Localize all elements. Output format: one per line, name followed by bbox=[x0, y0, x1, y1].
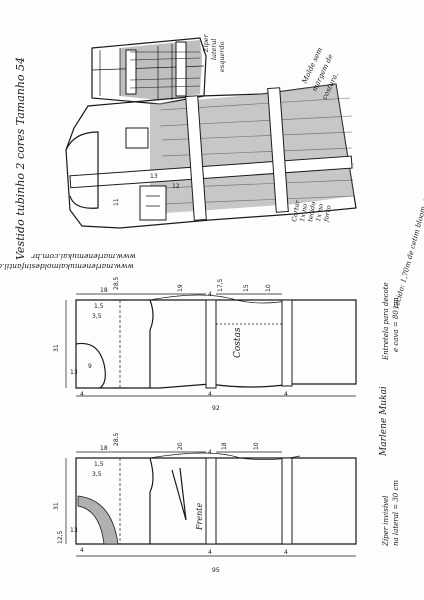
front-pattern: Frente bbox=[75, 452, 357, 545]
dress-illustration: 11 13 12 bbox=[65, 37, 357, 229]
svg-text:10: 10 bbox=[253, 442, 260, 450]
svg-text:4: 4 bbox=[284, 391, 288, 398]
svg-text:92: 92 bbox=[212, 405, 220, 412]
svg-text:31: 31 bbox=[53, 502, 60, 510]
svg-text:10: 10 bbox=[265, 284, 272, 292]
svg-text:1x no: 1x no bbox=[298, 203, 309, 222]
svg-text:1,5: 1,5 bbox=[94, 461, 104, 468]
fabric-note: Tecido: 1,70m de cetim bloom, crepe panc… bbox=[392, 0, 424, 311]
front-dimensions: 18 28,5 20 18 10 31 13 12,5 4 3,5 1,5 95… bbox=[53, 432, 356, 574]
svg-text:1,5: 1,5 bbox=[94, 303, 104, 310]
svg-text:lateral: lateral bbox=[210, 39, 218, 60]
svg-text:15: 15 bbox=[243, 284, 250, 292]
illus-dim-1: 11 bbox=[113, 198, 120, 206]
svg-text:3,5: 3,5 bbox=[92, 313, 102, 320]
svg-text:18: 18 bbox=[221, 442, 228, 450]
svg-text:31: 31 bbox=[53, 344, 60, 352]
svg-text:Cortar: Cortar bbox=[290, 199, 302, 223]
svg-text:4: 4 bbox=[208, 449, 212, 456]
svg-text:tecido: tecido bbox=[306, 201, 317, 222]
svg-text:4: 4 bbox=[208, 549, 212, 556]
facing-note-line1: Entretela para decote bbox=[382, 282, 390, 361]
svg-text:95: 95 bbox=[212, 567, 220, 574]
illus-dim-2: 13 bbox=[150, 173, 158, 180]
cutting-note: Cortar 1x no tecido 1x no forro bbox=[290, 199, 333, 224]
svg-text:13: 13 bbox=[70, 527, 78, 534]
svg-text:18: 18 bbox=[100, 445, 108, 452]
back-label: Costas bbox=[233, 327, 243, 358]
svg-text:20: 20 bbox=[177, 442, 184, 450]
svg-text:19: 19 bbox=[177, 284, 184, 292]
svg-text:4: 4 bbox=[80, 547, 84, 554]
back-pattern: Costas bbox=[75, 294, 357, 389]
svg-text:Zíper: Zíper bbox=[202, 33, 210, 53]
svg-text:4: 4 bbox=[208, 291, 212, 298]
illus-dim-3: 12 bbox=[172, 183, 180, 190]
svg-text:17,5: 17,5 bbox=[217, 278, 224, 292]
svg-text:forro: forro bbox=[322, 205, 333, 224]
pattern-title: Vestido tubinho 2 cores Tamanho 54 bbox=[14, 57, 27, 260]
zipper-note-line2: na lateral = 30 cm bbox=[392, 480, 400, 546]
svg-text:13: 13 bbox=[70, 369, 78, 376]
website-2: www.marlenemukaimoldesinfantil.com.br bbox=[0, 262, 134, 271]
svg-text:18: 18 bbox=[100, 287, 108, 294]
back-dimensions: 18 28,5 19 17,5 15 10 31 13 9 4 3,5 1,5 … bbox=[53, 276, 356, 412]
facing-note-line2: e cava = 80 cm bbox=[392, 297, 400, 352]
svg-text:12,5: 12,5 bbox=[57, 530, 64, 544]
dress-back-view bbox=[91, 37, 207, 105]
svg-text:esquerdo: esquerdo bbox=[218, 41, 226, 72]
svg-text:1x no: 1x no bbox=[314, 203, 325, 222]
svg-text:4: 4 bbox=[80, 391, 84, 398]
svg-text:3,5: 3,5 bbox=[92, 471, 102, 478]
svg-text:4: 4 bbox=[284, 549, 288, 556]
svg-text:28,5: 28,5 bbox=[113, 432, 120, 446]
svg-text:28,5: 28,5 bbox=[113, 276, 120, 290]
dress-front-view bbox=[65, 83, 357, 229]
svg-text:9: 9 bbox=[88, 363, 92, 370]
zipper-left-note: Zíper lateral esquerdo bbox=[202, 33, 226, 72]
website-1: www.marlenemukai.com.br bbox=[31, 252, 136, 261]
zipper-note-line1: Zíper invisível bbox=[382, 496, 390, 547]
svg-text:4: 4 bbox=[208, 391, 212, 398]
signature: Marlene Mukai bbox=[379, 386, 389, 457]
front-label: Frente bbox=[195, 503, 204, 531]
